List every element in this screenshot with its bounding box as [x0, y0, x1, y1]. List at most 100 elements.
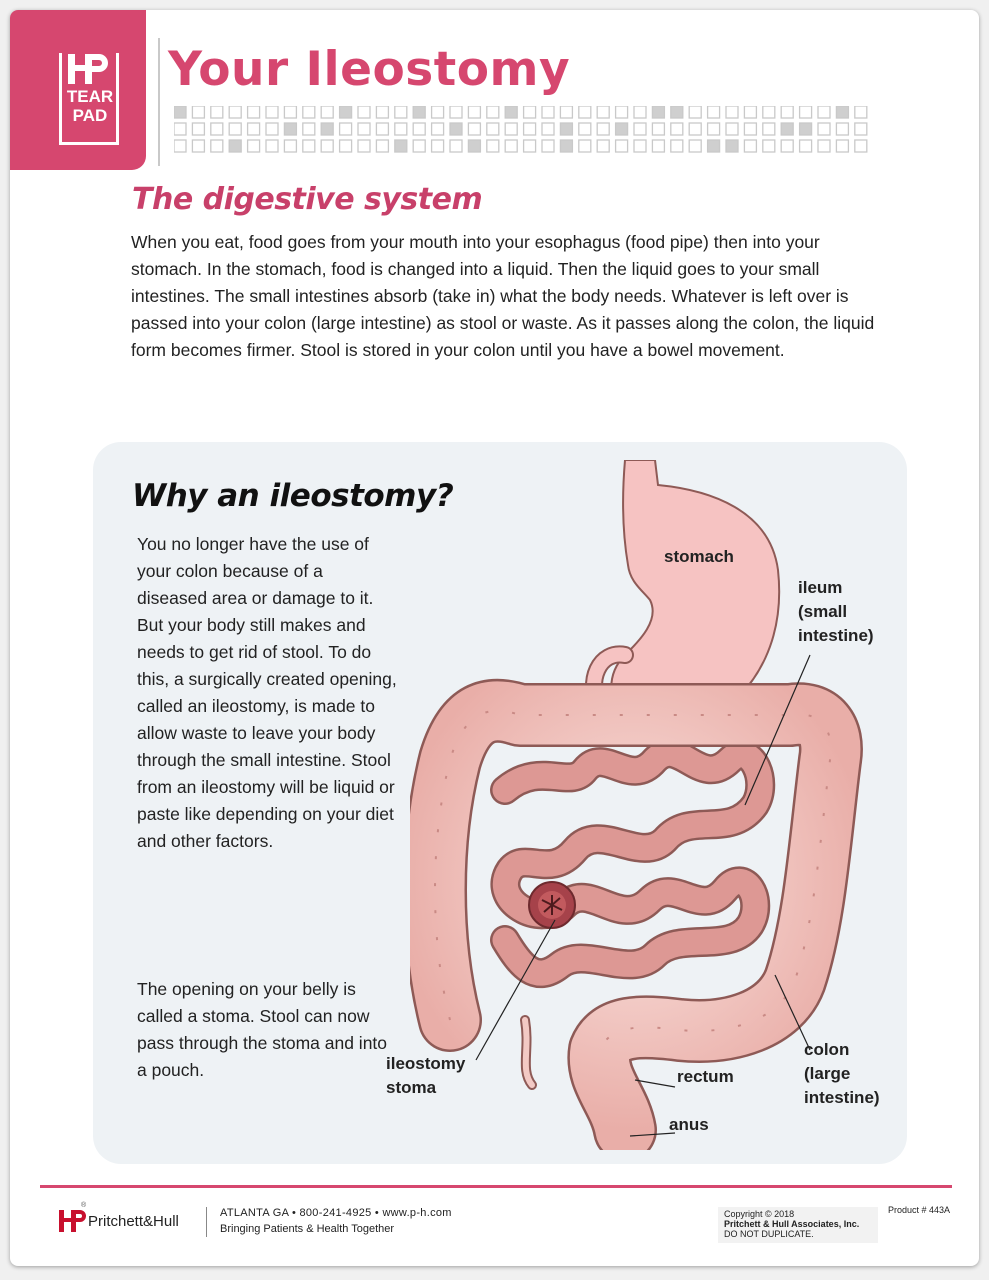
pattern-square [780, 122, 794, 136]
page-title: Your Ileostomy [168, 42, 571, 97]
colon-label-line3: intestine) [804, 1088, 880, 1107]
pattern-square [504, 139, 518, 153]
product-number: Product # 443A [888, 1205, 951, 1215]
pattern-square [688, 139, 702, 153]
pattern-square [743, 106, 758, 119]
pattern-square [651, 139, 666, 153]
pattern-square [191, 122, 206, 136]
small-intestine-shape [490, 738, 776, 989]
pattern-square [412, 106, 426, 119]
pattern-square [578, 139, 592, 153]
why-heading: Why an ileostomy? [132, 478, 454, 514]
pattern-square [357, 106, 371, 119]
pattern-square [430, 122, 445, 136]
pattern-square [174, 139, 187, 153]
pattern-square [854, 122, 868, 136]
pattern-square [191, 106, 206, 119]
pattern-square [486, 122, 500, 136]
pattern-square [228, 106, 242, 119]
pattern-square [283, 122, 298, 136]
copyright-line-1: Copyright © 2018 [724, 1209, 795, 1219]
digestive-anatomy-illustration [410, 460, 863, 1150]
pattern-square [596, 106, 610, 119]
pattern-square [265, 106, 279, 119]
pattern-square [743, 139, 758, 153]
pattern-square [394, 106, 408, 119]
pattern-square [762, 122, 776, 136]
pattern-square [246, 139, 261, 153]
pattern-square [357, 139, 371, 153]
pattern-square [394, 122, 408, 136]
pattern-square [522, 139, 537, 153]
decorative-square-pattern [174, 106, 868, 153]
pattern-square [522, 106, 537, 119]
pattern-square [835, 122, 850, 136]
pattern-square [633, 122, 647, 136]
pattern-square [725, 106, 739, 119]
pattern-square [375, 122, 390, 136]
pattern-square [670, 122, 684, 136]
colon-shape [410, 678, 863, 1150]
pattern-square [486, 106, 500, 119]
pattern-square [394, 139, 408, 153]
pattern-square [762, 106, 776, 119]
pattern-square [614, 122, 629, 136]
pattern-square [614, 106, 629, 119]
copyright-box: Copyright © 2018 Pritchett & Hull Associ… [718, 1207, 878, 1243]
digestive-body: When you eat, food goes from your mouth … [131, 232, 875, 360]
pattern-square [596, 122, 610, 136]
anus-label: anus [669, 1115, 709, 1134]
header-divider [158, 38, 160, 166]
pattern-square [706, 122, 721, 136]
pattern-square [578, 106, 592, 119]
company-name: Pritchett&Hull [88, 1213, 179, 1230]
pattern-square [835, 139, 850, 153]
pattern-square [559, 122, 574, 136]
pattern-square [633, 139, 647, 153]
why-body-paragraph-1: You no longer have the use of your colon… [137, 534, 397, 851]
pattern-square [559, 139, 574, 153]
ileum-label-line1: ileum [798, 578, 843, 597]
pattern-square [302, 122, 316, 136]
colon-label-line2: (large [804, 1064, 851, 1083]
pattern-square [670, 106, 684, 119]
ileum-label-line3: intestine) [798, 626, 874, 645]
pattern-square [246, 106, 261, 119]
stoma-label-line2: stoma [386, 1078, 437, 1097]
pattern-square [191, 139, 206, 153]
pattern-square [780, 106, 794, 119]
stoma-label-line1: ileostomy [386, 1054, 466, 1073]
pattern-square [174, 106, 187, 119]
pattern-square [614, 139, 629, 153]
pattern-square [541, 139, 555, 153]
pattern-square [522, 122, 537, 136]
stomach-label: stomach [664, 547, 734, 566]
pattern-square [651, 122, 666, 136]
pattern-square [467, 139, 482, 153]
pattern-square [320, 122, 334, 136]
pattern-square [688, 106, 702, 119]
pattern-square [706, 139, 721, 153]
pattern-square [854, 139, 868, 153]
pattern-square [430, 106, 445, 119]
tear-label: TEAR [66, 87, 114, 106]
pattern-square [854, 106, 868, 119]
pattern-square [357, 122, 371, 136]
pattern-square [210, 122, 224, 136]
why-body-paragraph-2: The opening on your belly is called a st… [137, 979, 388, 1080]
colon-label-line1: colon [804, 1040, 850, 1059]
pattern-square [338, 122, 353, 136]
pattern-square [578, 122, 592, 136]
pattern-square [817, 122, 831, 136]
company-tagline: Bringing Patients & Health Together [220, 1223, 395, 1235]
pritchett-hull-mark-icon [68, 54, 108, 84]
pattern-square [596, 139, 610, 153]
pattern-square [375, 106, 390, 119]
pattern-square [430, 139, 445, 153]
pattern-square [486, 139, 500, 153]
pattern-square [780, 139, 794, 153]
pattern-square [467, 122, 482, 136]
pattern-square [725, 139, 739, 153]
pattern-square [798, 139, 813, 153]
footer-divider [206, 1207, 207, 1237]
